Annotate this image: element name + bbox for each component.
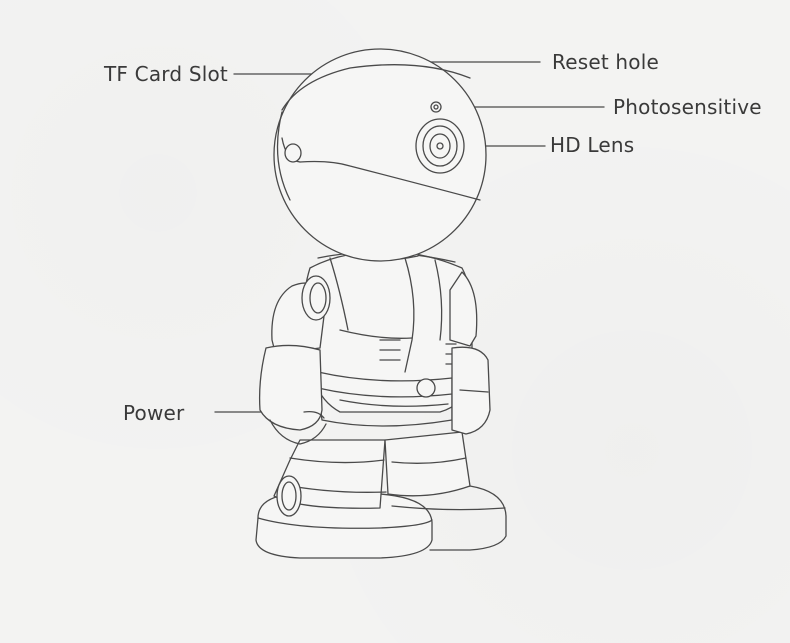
tf-card-slot-opening (285, 144, 301, 162)
photosensitive-sensor (431, 102, 441, 112)
photosensitive-label: Photosensitive (613, 95, 762, 119)
power-label: Power (123, 401, 184, 425)
tf-card-slot-label: TF Card Slot (104, 62, 228, 86)
hd-lens-label: HD Lens (550, 133, 634, 157)
hd-lens-assembly (416, 119, 464, 173)
reset-hole-label: Reset hole (552, 50, 659, 74)
robot-head (274, 49, 486, 261)
robot-legs (274, 432, 470, 516)
